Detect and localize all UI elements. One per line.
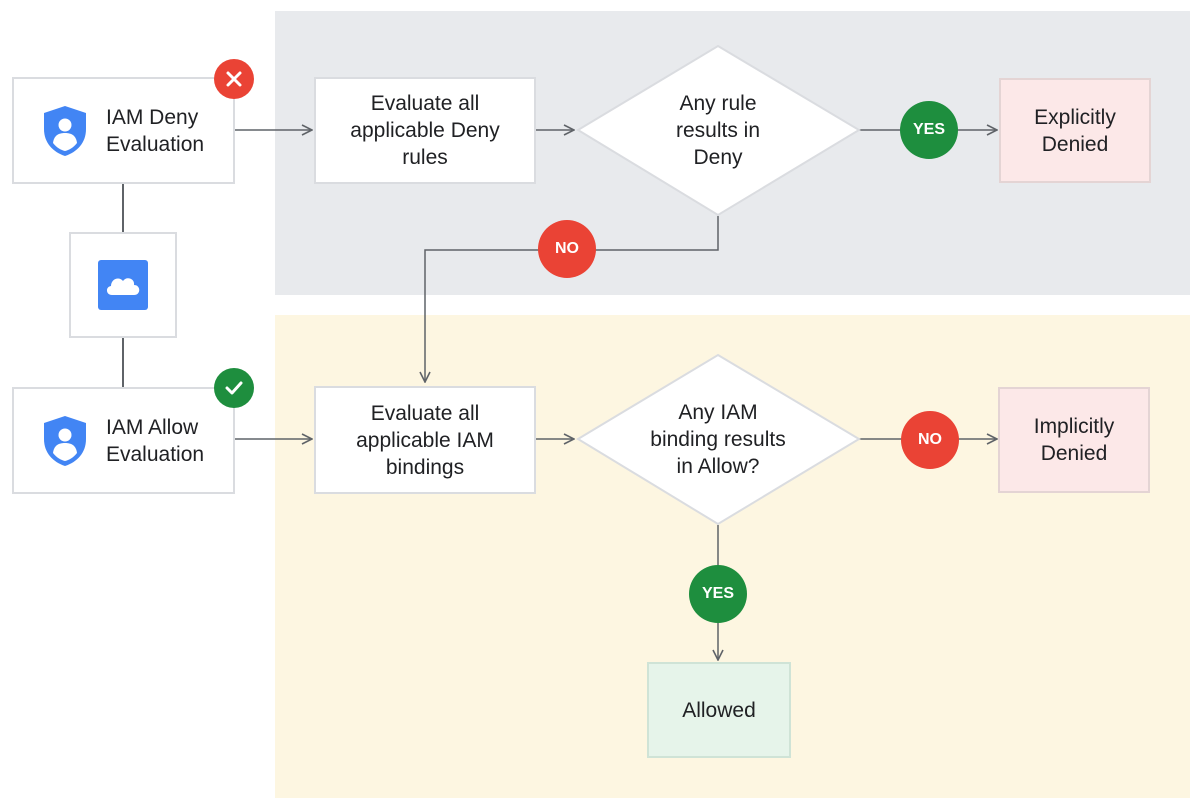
deny-decision-line-1: Any rule	[679, 91, 757, 115]
implicitly-denied-box: Implicitly Denied	[998, 387, 1150, 493]
deny-yes-badge: YES	[900, 101, 958, 159]
allow-decision-text: Any IAM binding results in Allow?	[608, 389, 828, 489]
allow-status-badge	[214, 368, 254, 408]
explicitly-denied-line-1: Explicitly	[1034, 105, 1116, 129]
shield-person-icon	[44, 105, 86, 156]
allow-no-badge: NO	[901, 411, 959, 469]
allowed-label: Allowed	[682, 698, 756, 722]
allow-process-line-1: Evaluate all	[370, 401, 480, 425]
allow-node-line-1: IAM Allow	[106, 415, 199, 439]
allow-decision-line-2: binding results	[650, 427, 786, 451]
deny-decision-line-2: results in	[675, 118, 761, 142]
implicitly-denied-line-2: Denied	[1040, 442, 1108, 465]
implicitly-denied-line-1: Implicitly	[1033, 415, 1115, 438]
deny-decision-text: Any rule results in Deny	[618, 80, 818, 180]
explicitly-denied-line-2: Denied	[1041, 132, 1109, 156]
close-icon	[226, 71, 242, 87]
deny-node-line-1: IAM Deny	[106, 105, 199, 129]
allowed-box: Allowed	[647, 662, 791, 758]
check-icon	[225, 381, 243, 395]
allow-process-box: Evaluate all applicable IAM bindings	[314, 386, 536, 494]
iam-deny-evaluation-node: IAM Deny Evaluation	[12, 77, 235, 184]
iam-allow-evaluation-node: IAM Allow Evaluation	[12, 387, 235, 494]
deny-process-line-3: rules	[402, 146, 448, 169]
allow-decision-line-1: Any IAM	[678, 400, 758, 424]
allow-decision-line-3: in Allow?	[676, 454, 760, 478]
allow-process-line-2: applicable IAM	[356, 428, 494, 452]
allow-node-line-2: Evaluation	[106, 442, 205, 466]
deny-process-box: Evaluate all applicable Deny rules	[314, 77, 536, 184]
explicitly-denied-box: Explicitly Denied	[999, 78, 1151, 183]
cloud-node	[69, 232, 177, 338]
deny-process-line-2: applicable Deny	[350, 119, 500, 142]
allow-decision-diamond	[576, 353, 861, 526]
deny-no-badge: NO	[538, 220, 596, 278]
allow-process-line-3: bindings	[385, 455, 465, 479]
allow-yes-badge: YES	[689, 565, 747, 623]
deny-process-line-1: Evaluate all	[370, 92, 480, 115]
deny-node-line-2: Evaluation	[106, 132, 205, 156]
deny-status-badge	[214, 59, 254, 99]
cloud-icon	[98, 260, 148, 310]
deny-decision-diamond	[576, 44, 861, 217]
shield-person-icon	[44, 415, 86, 466]
deny-decision-line-3: Deny	[693, 145, 743, 169]
